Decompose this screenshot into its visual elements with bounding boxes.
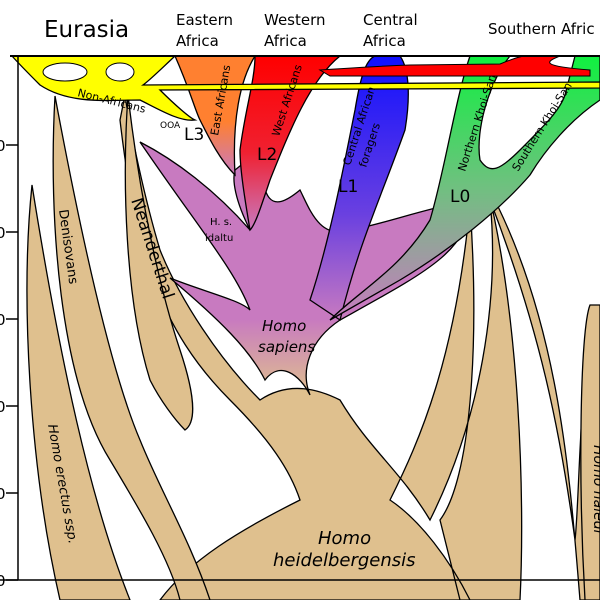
haplogroup-l1: L1: [338, 177, 358, 197]
region-central-africa: Central: [363, 11, 418, 29]
region-eastern-africa: Eastern: [176, 11, 233, 29]
non-african-gap: [105, 62, 135, 82]
region-central-africa: Africa: [363, 32, 406, 50]
label-ooa: OOA: [160, 121, 181, 131]
label-homo-naledi: Homo naledi: [590, 445, 600, 534]
non-african-gap: [42, 62, 88, 82]
haplogroup-l3: L3: [184, 125, 204, 145]
tick-label: 0: [0, 485, 6, 503]
label-homo-heidelbergensis: Homo: [318, 528, 371, 549]
label-homo-heidelbergensis: heidelbergensis: [273, 550, 416, 571]
tick-label: 0: [0, 137, 6, 155]
non-african-branch: [10, 55, 600, 121]
haplogroup-l0: L0: [450, 187, 470, 207]
denisovans-branch: [52, 95, 211, 600]
neanderthal-branch: [124, 94, 194, 431]
region-southern-africa: Southern Afric: [488, 20, 595, 38]
region-western-africa: Western: [264, 11, 326, 29]
haplogroup-l2: L2: [257, 145, 277, 165]
label-homo-sapiens: Homo: [262, 317, 306, 335]
axis-ticks: [6, 144, 18, 581]
tick-label: 0: [0, 572, 6, 590]
khoisan-branch: [329, 55, 600, 321]
region-eurasia: Eurasia: [44, 17, 129, 43]
label-idaltu: H. s.: [210, 217, 232, 228]
sapiens-branch: [139, 141, 471, 396]
tick-label: 0: [0, 224, 6, 242]
region-eastern-africa: Africa: [176, 32, 219, 50]
erectus-branch: [26, 184, 131, 600]
west-african-migration: [318, 55, 591, 77]
tick-label: 0: [0, 398, 6, 416]
tick-label: 0: [0, 311, 6, 329]
label-idaltu: idaltu: [205, 233, 233, 244]
axis-tick-labels: 0 0 0 0 0 0: [0, 137, 6, 590]
label-homo-sapiens: sapiens: [258, 338, 315, 356]
region-western-africa: Africa: [264, 32, 307, 50]
central-african-branch: [309, 55, 409, 322]
west-african-branch: [239, 55, 342, 232]
